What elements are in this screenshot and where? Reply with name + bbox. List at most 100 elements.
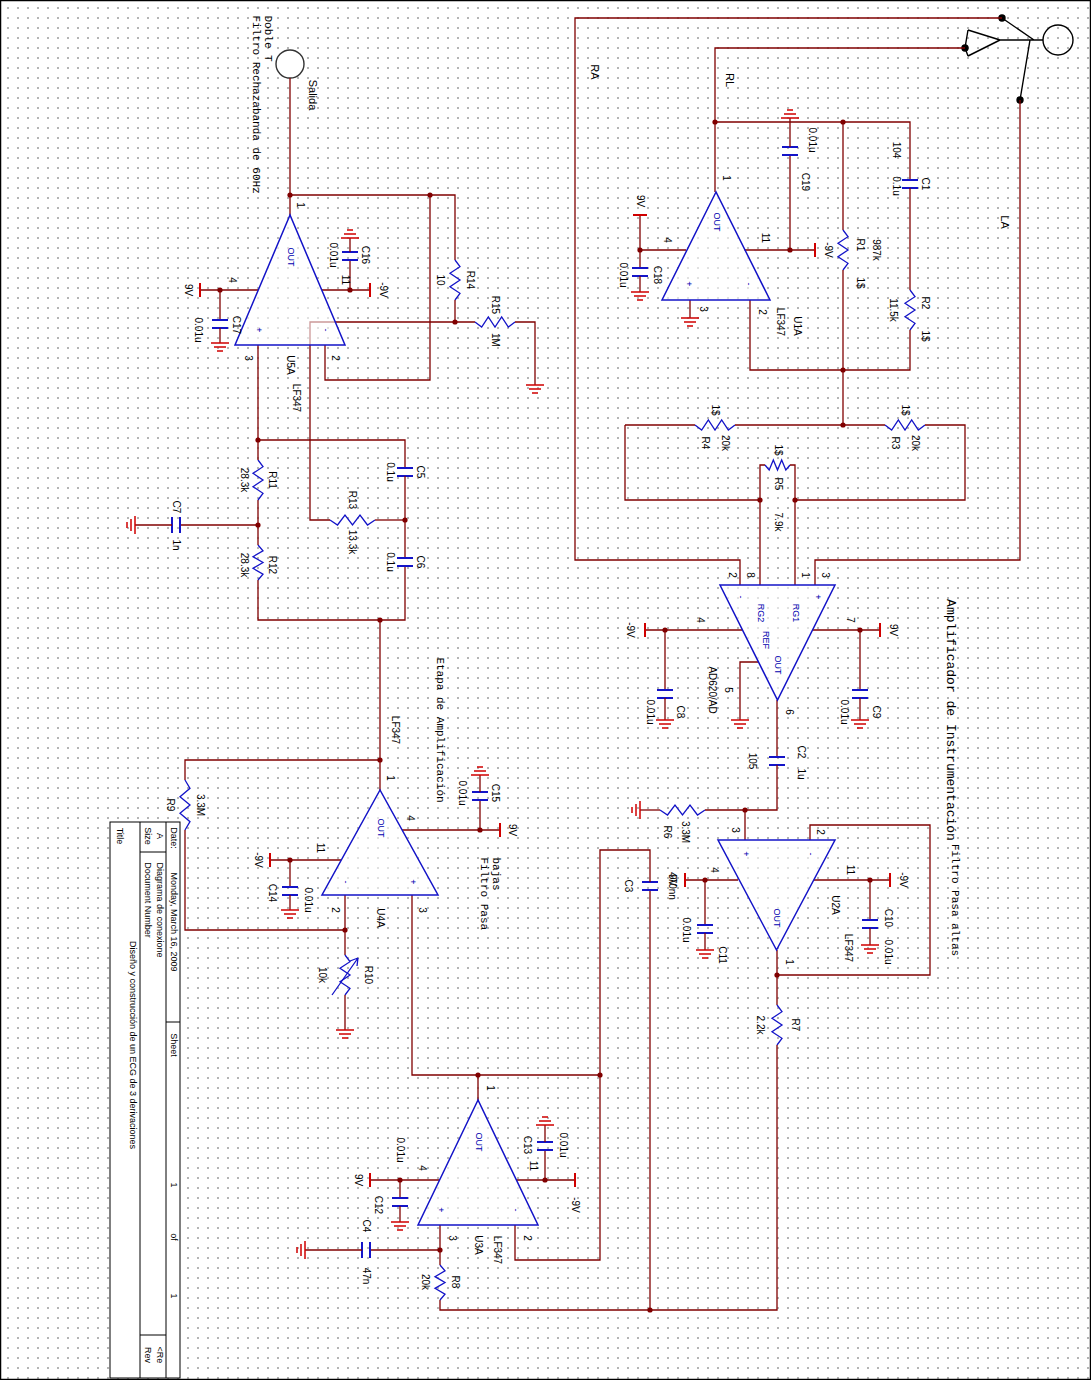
pin-name: OUT (772, 909, 781, 928)
part-label: 20k (720, 435, 731, 451)
title-block-cell: Sheet (168, 1033, 178, 1057)
part-label: 9V (635, 195, 646, 207)
opamp-triangle (720, 585, 835, 700)
wire (909, 188, 910, 290)
wire (185, 760, 380, 780)
part-label: RA (589, 64, 601, 79)
ground-symbol (681, 318, 699, 326)
resistor-symbol (765, 460, 790, 470)
wire (689, 300, 690, 318)
wire (640, 809, 660, 810)
capacitor-symbol (632, 268, 648, 276)
wire (185, 830, 345, 930)
part-label: 11 (315, 843, 326, 853)
part-label: R1 (855, 239, 866, 252)
wire (412, 895, 478, 1075)
part-label: 9V (507, 824, 518, 836)
ground-symbol (297, 1241, 305, 1259)
part-label: R13 (347, 491, 358, 509)
wire (842, 270, 843, 425)
part-label: 1 (800, 572, 811, 578)
capacitor-symbol (657, 690, 673, 698)
wire (439, 1225, 440, 1265)
part-label: 8 (745, 572, 756, 578)
part-label: 0.01u (193, 317, 204, 342)
pin-name: - (736, 596, 745, 599)
power-rail-symbol (644, 623, 646, 637)
pin-name: - (806, 853, 815, 856)
part-label: 0.01u (883, 939, 894, 964)
part-label: R4 (700, 437, 711, 450)
wire (740, 662, 758, 720)
ground-symbol (336, 1030, 354, 1038)
resistor-symbol (660, 805, 705, 815)
resistor-symbol (435, 1265, 445, 1300)
part-label: LF347 (843, 934, 854, 962)
power-rail-symbol (574, 1173, 576, 1187)
part-label: 11 (760, 233, 771, 243)
wire (479, 775, 480, 792)
part-label: 20k (910, 435, 921, 451)
pin-name: - (511, 1209, 520, 1212)
part-label: 2 (330, 907, 341, 913)
part-label: AD620/AD (707, 666, 718, 713)
junction-dot (712, 119, 717, 124)
wire (869, 880, 870, 920)
resistor-symbol (838, 230, 848, 270)
wire (257, 345, 258, 440)
opamp-symbol: -RG2RG1+REFOUT (720, 585, 835, 700)
patient-body (965, 18, 1043, 100)
part-label: LF347 (492, 1236, 503, 1264)
part-label: C16 (360, 246, 371, 264)
part-label: -9V (898, 872, 909, 888)
wire (515, 322, 535, 385)
ground-symbol (281, 910, 299, 918)
part-label: 1 (784, 959, 795, 965)
part-label: 20k (420, 1274, 431, 1290)
wire (814, 879, 890, 880)
part-label: 7 (845, 617, 856, 623)
section-title: Filtro Pasa bajas (478, 858, 502, 943)
section-title: Amplificador de Instrumentación (943, 599, 957, 841)
part-label: 47n (361, 1268, 372, 1285)
part-label: 0.1u (385, 462, 396, 481)
title-block-cell: Size (142, 827, 152, 845)
part-label: U3A (473, 1235, 484, 1254)
part-label: U5A (285, 355, 296, 374)
ground-symbol (781, 110, 799, 118)
capacitor-symbol (397, 558, 413, 566)
part-label: 0.1u (891, 176, 902, 195)
part-label: C10 (883, 909, 894, 927)
opamp-triangle (235, 215, 345, 345)
capacitor-symbol (342, 252, 358, 260)
part-label: 0.01u (645, 699, 656, 724)
ground-symbol (731, 720, 749, 728)
part-label: LF347 (291, 384, 302, 412)
capacitor-symbol (769, 757, 785, 765)
title-block-lines (140, 822, 180, 1378)
wire (735, 424, 885, 425)
title-block-cell: Rev (142, 1347, 152, 1363)
pin-name: + (254, 327, 263, 332)
opamp-symbol: OUT+- (235, 215, 345, 345)
capacitor-symbol (397, 468, 413, 476)
part-label: U1A (792, 316, 803, 335)
part-label: 104 (891, 142, 902, 159)
ground-symbol (656, 720, 674, 728)
resistor-symbol (330, 515, 375, 525)
wire (715, 48, 965, 192)
wire (639, 250, 640, 268)
junction-dot (787, 247, 792, 252)
potentiometer-arrow (332, 958, 358, 995)
wire (257, 525, 258, 545)
junction-dot (475, 1072, 480, 1077)
part-label: C14 (267, 884, 278, 902)
part-label: 3 (698, 306, 709, 312)
junction-dot (287, 192, 292, 197)
ground-symbol (851, 720, 869, 728)
part-label: -9V (378, 282, 389, 298)
wire (789, 155, 790, 250)
wire (625, 424, 695, 425)
wire (399, 1206, 400, 1222)
